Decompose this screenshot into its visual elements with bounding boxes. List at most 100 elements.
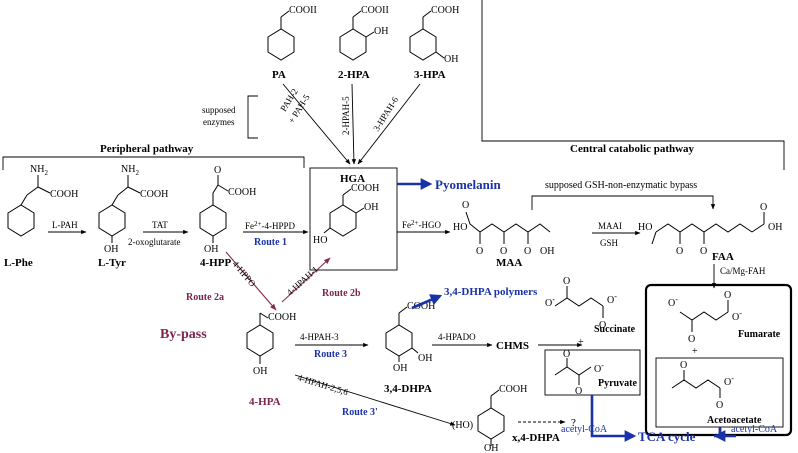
fumarate-o-left: O- [668, 295, 678, 309]
hga-oh: OH [364, 202, 378, 213]
hga-ho: HO [313, 235, 327, 246]
fumarate-o-1: O [688, 334, 695, 345]
xdhpa-cooh: COOH [499, 384, 527, 395]
pyomelanin-label: Pyomelanin [435, 177, 501, 192]
pa-structure: COOII PA [267, 5, 317, 81]
enzyme-l-pah: L-PAH [52, 220, 78, 230]
hpp4-cooh: COOH [228, 187, 256, 198]
peripheral-pathway-heading: Peripheral pathway [100, 143, 194, 155]
maa-o-2: O [500, 246, 507, 257]
route-3-prime: Route 3' [342, 407, 378, 418]
hga-structure: COOH OH HO [313, 183, 379, 246]
compound-succinate: Succinate [594, 324, 636, 335]
cosubstrate-oxoglutarate: 2-oxoglutarate [128, 237, 180, 247]
pyruvate-structure: O O O- Pyruvate [554, 349, 637, 397]
fumarate-structure: O- O O O- Fumarate + [668, 290, 781, 357]
route-1: Route 1 [254, 237, 287, 248]
tca-cycle-label: TCA cycle [638, 429, 696, 444]
compound-3-hpa: 3-HPA [414, 69, 446, 81]
maa-left-o: O [462, 200, 469, 211]
lphe-nh2: NH2 [30, 164, 48, 177]
hpp4-oh: OH [204, 244, 218, 255]
dhpa34-structure: COOH OH OH 3,4-DHPA [384, 301, 435, 395]
fumarate-o-2: O [724, 290, 731, 301]
enzyme-4-hpah-3: 4-HPAH-3 [300, 332, 339, 342]
acetoacetate-structure: O O O- Acetoacetate [671, 360, 762, 426]
compound-3-4-dhpa: 3,4-DHPA [384, 383, 432, 395]
hpa4-oh: OH [253, 366, 267, 377]
compound-faa: FAA [712, 251, 734, 263]
succinate-o-left: O- [545, 295, 555, 309]
compound-pyruvate: Pyruvate [598, 378, 637, 389]
route-2b: Route 2b [322, 288, 361, 299]
fumarate-o-right: O- [732, 309, 742, 323]
route-2a: Route 2a [186, 292, 224, 303]
ltyr-cooh: COOH [140, 189, 168, 200]
xdhpa-oh: OH [484, 443, 498, 453]
dhpa34-oh-1: OH [418, 353, 432, 364]
hpa3-oh: OH [444, 54, 458, 65]
enzyme-2-hpah-5: 2-HPAH-5 [341, 96, 351, 135]
central-pathway-heading: Central catabolic pathway [570, 143, 695, 155]
hpa3-acid-group: COOH [431, 5, 459, 16]
compound-acetoacetate: Acetoacetate [707, 415, 762, 426]
maa-ho: HO [453, 222, 467, 233]
enzyme-4-hpah-1: 4-HPAH-1 [285, 264, 320, 297]
ltyr-oh: OH [104, 244, 118, 255]
hpa3-structure: COOH OH 3-HPA [409, 5, 459, 81]
lphe-structure: NH2 COOH L-Phe [4, 164, 78, 269]
acetoacetate-o-2: O [716, 400, 723, 411]
pyruvate-o-1: O [563, 349, 570, 360]
bypass-note: supposed GSH-non-enzymatic bypass [545, 180, 697, 191]
compound-2-hpa: 2-HPA [338, 69, 370, 81]
compound-4-hpa: 4-HPA [249, 396, 281, 408]
lphe-cooh: COOH [50, 189, 78, 200]
compound-l-tyr: L-Tyr [98, 257, 126, 269]
acetyl-coa-right: acetyl-CoA [731, 424, 778, 435]
maa-oh: OH [540, 246, 554, 257]
dhpa34-oh-2: OH [393, 363, 407, 374]
enzyme-fah: Ca/Mg-FAH [720, 266, 766, 276]
enzyme-4-hpado: 4-HPADO [438, 332, 476, 342]
enzyme-maai: MAAI [598, 221, 622, 231]
hpa2-oh: OH [374, 26, 388, 37]
faa-o-1: O [676, 246, 683, 257]
route-3: Route 3 [314, 349, 347, 360]
hpp4-ketone-o: O [214, 165, 221, 176]
faa-o-3: O [760, 202, 767, 213]
plus-fumarate: + [692, 346, 698, 357]
compound-l-phe: L-Phe [4, 257, 33, 269]
faa-oh: OH [768, 222, 782, 233]
enzyme-4-hppo: 4-HPPO [230, 259, 258, 289]
compound-x-4-dhpa: x,4-DHPA [512, 432, 560, 444]
enzyme-3-hpah-6: 3-HPAH-6 [371, 95, 400, 134]
maa-o-1: O [476, 246, 483, 257]
ltyr-structure: NH2 COOH OH L-Tyr [98, 164, 168, 269]
compound-4-hpp: 4-HPP [200, 257, 231, 269]
succinate-o-2: O [599, 320, 606, 331]
ltyr-nh2: NH2 [121, 164, 139, 177]
pa-acid-group: COOII [289, 5, 317, 16]
succinate-o-right: O- [607, 292, 617, 306]
compound-chms: CHMS [496, 340, 529, 352]
faa-o-2: O [700, 246, 707, 257]
hpa4-structure: COOH OH 4-HPA [246, 312, 296, 408]
dhpa34-cooh: COOH [407, 301, 435, 312]
compound-pa: PA [272, 69, 286, 81]
succinate-structure: O- O O O- Succinate + [545, 276, 636, 348]
hpp4-structure: O COOH OH 4-HPP [199, 165, 256, 269]
xdhpa-ho: (HO) [452, 420, 473, 431]
hpa4-cooh: COOH [268, 312, 296, 323]
pyruvate-o-minus: O- [594, 361, 604, 375]
enzyme-4-hppd: Fe2+-4-HPPD [245, 220, 295, 231]
hga-cooh: COOH [351, 183, 379, 194]
bypass-label: By-pass [160, 327, 207, 342]
xdhpa-structure: (HO) COOH OH x,4-DHPA [452, 384, 560, 453]
unknown-product: ? [571, 417, 576, 429]
maa-o-3: O [524, 246, 531, 257]
acetoacetate-o-minus: O- [724, 374, 734, 388]
supposed-label-2: enzymes [203, 117, 235, 127]
compound-maa: MAA [496, 257, 522, 269]
acetoacetate-o-1: O [680, 360, 687, 371]
